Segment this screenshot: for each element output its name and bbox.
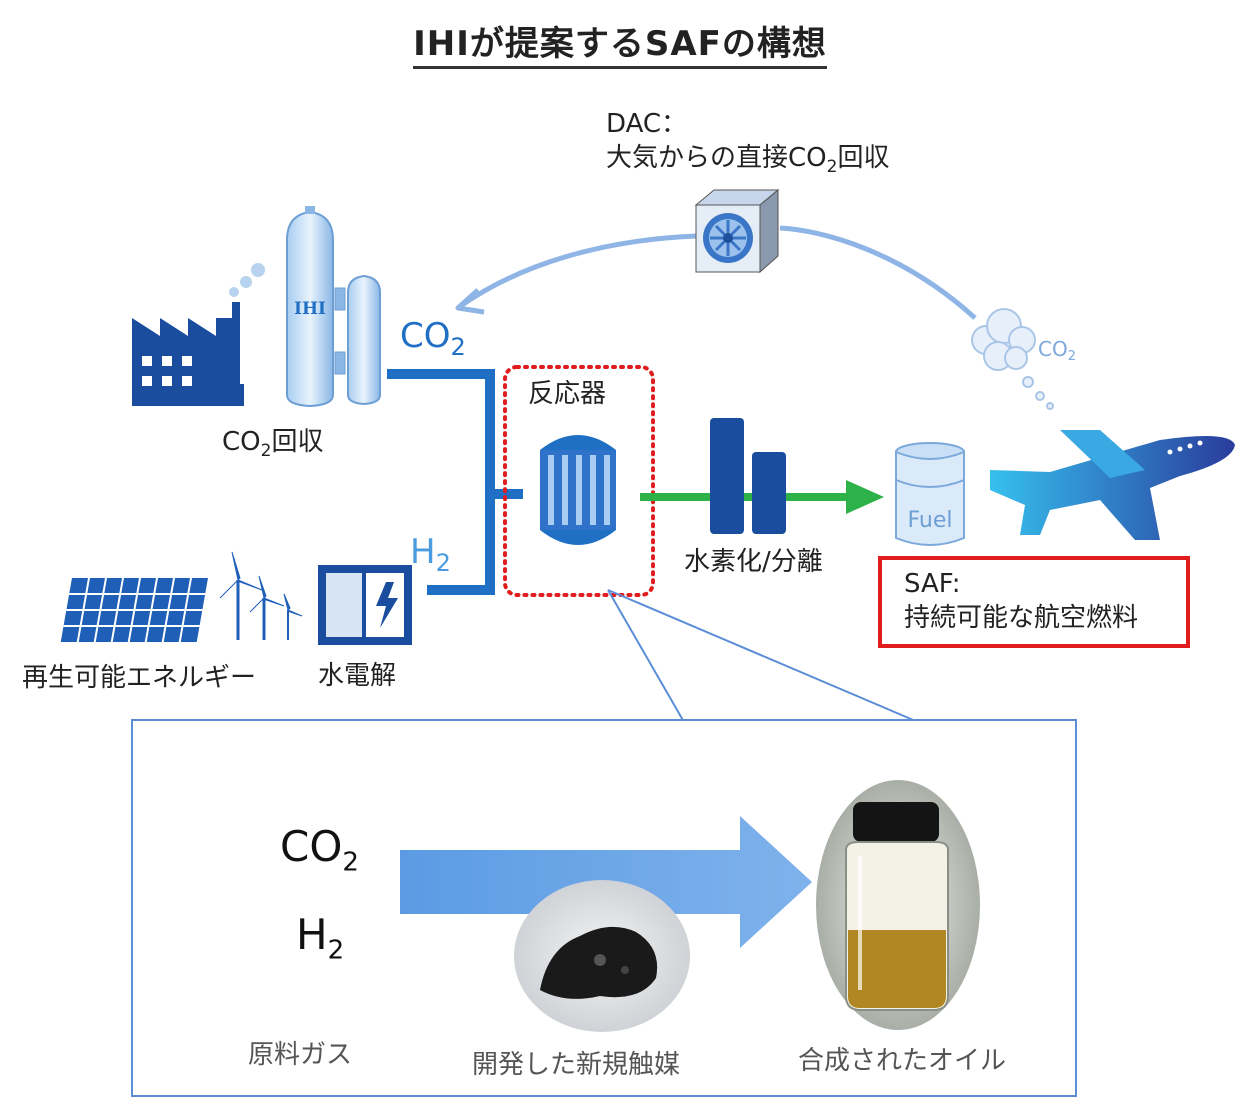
h2-flow-sub: 2 [435, 548, 451, 577]
h2-flow-main: H [410, 532, 436, 572]
bottom-h2-label: H2 [296, 910, 344, 965]
bottom-h2-main: H [296, 910, 328, 959]
callout-lines [607, 589, 919, 723]
dac-label-line1: DAC： [606, 109, 688, 139]
product-arrow-head [846, 480, 884, 514]
reactor-label: 反応器 [528, 379, 607, 409]
catalyst-photo [514, 880, 690, 1032]
reactor-icon [540, 435, 616, 545]
co2-capture-suffix: 回収 [271, 427, 324, 457]
saf-callout: SAF: 持続可能な航空燃料 [878, 556, 1190, 648]
raw-gas-label: 原料ガス [248, 1040, 353, 1070]
factory-icon [132, 263, 265, 406]
hydrogenation-columns-icon [710, 418, 786, 534]
page-title-text: IHIが提案するSAFの構想 [413, 24, 827, 69]
page-title: IHIが提案するSAFの構想 [0, 16, 1240, 69]
dac-arrow-head [455, 288, 485, 315]
co2-capture-main: CO [222, 427, 261, 457]
co2-capture-sub: 2 [260, 441, 272, 462]
dac-return-arrow [460, 225, 977, 320]
catalyst-label: 開発した新規触媒 [472, 1050, 681, 1080]
wind-turbines-icon [219, 551, 303, 640]
dac-label: DAC： 大気からの直接CO2回収 [606, 108, 889, 178]
dac-line2-prefix: 大気からの直接CO [606, 142, 827, 173]
bottom-co2-sub: 2 [342, 847, 359, 878]
co2-cloud-icon [971, 308, 1054, 410]
cloud-co2-label: CO2 [1038, 337, 1076, 364]
fuel-label: Fuel [907, 508, 952, 533]
hydrogenation-label: 水素化/分離 [684, 547, 823, 577]
co2-capture-label: CO2回収 [222, 426, 323, 462]
reactor-highlight-box [503, 365, 655, 597]
plant-logo-text: IHI [294, 299, 326, 319]
co2-flow-label: CO2 [400, 316, 466, 361]
co2-flow-main: CO [400, 316, 451, 356]
cloud-co2-subscript: 2 [1068, 349, 1076, 364]
co2-flow-sub: 2 [450, 332, 466, 361]
h2-flow-label: H2 [410, 532, 451, 577]
dac-line2-sub: 2 [826, 156, 838, 177]
electrolyzer-icon [318, 565, 412, 645]
electrolysis-label: 水電解 [318, 661, 397, 691]
dac-unit-icon [694, 188, 780, 274]
oil-jar-photo [816, 780, 980, 1030]
dac-line2-suffix: 回収 [837, 142, 890, 173]
gas-pipes [387, 369, 523, 595]
solar-panels-icon [60, 578, 208, 642]
airplane-icon [990, 430, 1235, 540]
saf-line1: SAF: [904, 569, 961, 599]
dac-label-line2: 大気からの直接CO2回収 [606, 142, 889, 178]
bottom-co2-main: CO [280, 822, 343, 871]
saf-line2: 持続可能な航空燃料 [904, 602, 1139, 633]
co2-capture-tanks-icon [286, 206, 381, 408]
fuel-tank-icon [895, 442, 965, 546]
bottom-co2-label: CO2 [280, 822, 359, 877]
synthesized-oil-label: 合成されたオイル [798, 1046, 1007, 1076]
bottom-h2-sub: 2 [327, 935, 345, 966]
renewable-energy-label: 再生可能エネルギー [22, 663, 257, 693]
